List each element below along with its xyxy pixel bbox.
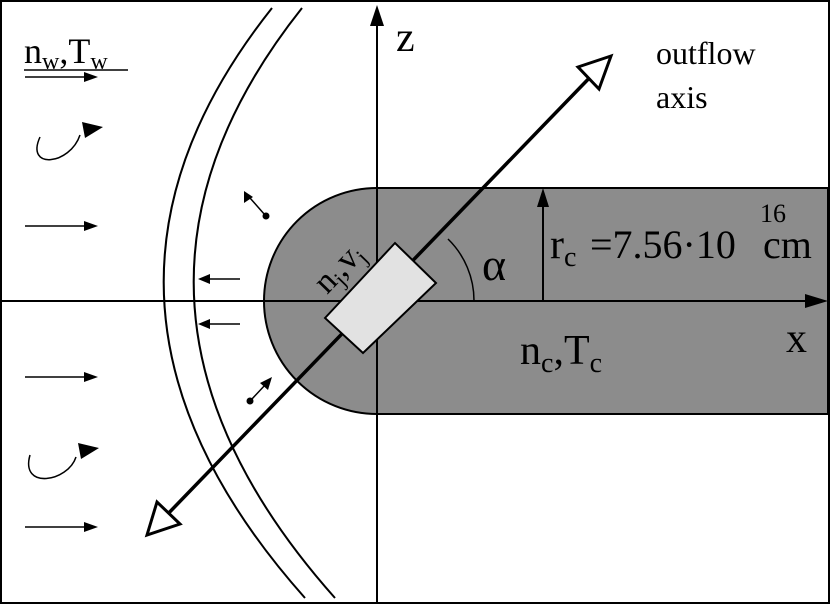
radius-label: rc xyxy=(550,222,576,273)
z-axis-arrowhead xyxy=(370,5,384,26)
outflow-axis-label-line1: outflow xyxy=(656,35,756,71)
turbulence-curls xyxy=(27,122,103,480)
outflow-axis-label-line2: axis xyxy=(656,79,708,115)
radius-exponent: 16 xyxy=(760,199,786,228)
outflow-arrowhead-top xyxy=(575,53,614,92)
x-axis-label: x xyxy=(786,316,807,362)
deflect-arrow-head xyxy=(244,191,253,203)
angle-arc xyxy=(447,238,475,302)
x-axis-arrowhead xyxy=(805,294,828,308)
wind-arrow-head xyxy=(84,221,98,231)
wind-arrow-head xyxy=(84,372,98,382)
wind-arrows xyxy=(25,72,98,532)
wind-arrow-head xyxy=(84,72,98,82)
radius-value: =7.56·10 xyxy=(590,222,736,267)
cloud-params-label: nc,Tc xyxy=(520,328,602,379)
curl-upper xyxy=(36,134,81,161)
outflow-arrowhead-bottom xyxy=(144,499,183,538)
deflect-arrow-dot xyxy=(246,397,254,405)
jet-box xyxy=(323,241,438,355)
angle-alpha-label: α xyxy=(482,239,506,290)
radius-arrowhead xyxy=(537,188,549,207)
wind-params-label: nw,Tw xyxy=(24,31,108,75)
deflect-arrow xyxy=(250,383,267,401)
curl-lower-head xyxy=(78,443,99,459)
deflect-arrow-head xyxy=(198,274,210,284)
deflect-arrow-head xyxy=(260,377,272,390)
curl-lower xyxy=(27,454,77,480)
wind-arrow-head xyxy=(84,522,98,532)
deflect-arrow-head xyxy=(198,319,210,329)
z-axis-label: z xyxy=(396,15,415,61)
deflect-arrow-dot xyxy=(262,212,270,220)
reflected-flow-arrows xyxy=(198,191,272,405)
radius-unit: cm xyxy=(763,222,812,267)
deflect-arrow xyxy=(249,197,266,216)
curl-upper-head xyxy=(82,122,103,138)
